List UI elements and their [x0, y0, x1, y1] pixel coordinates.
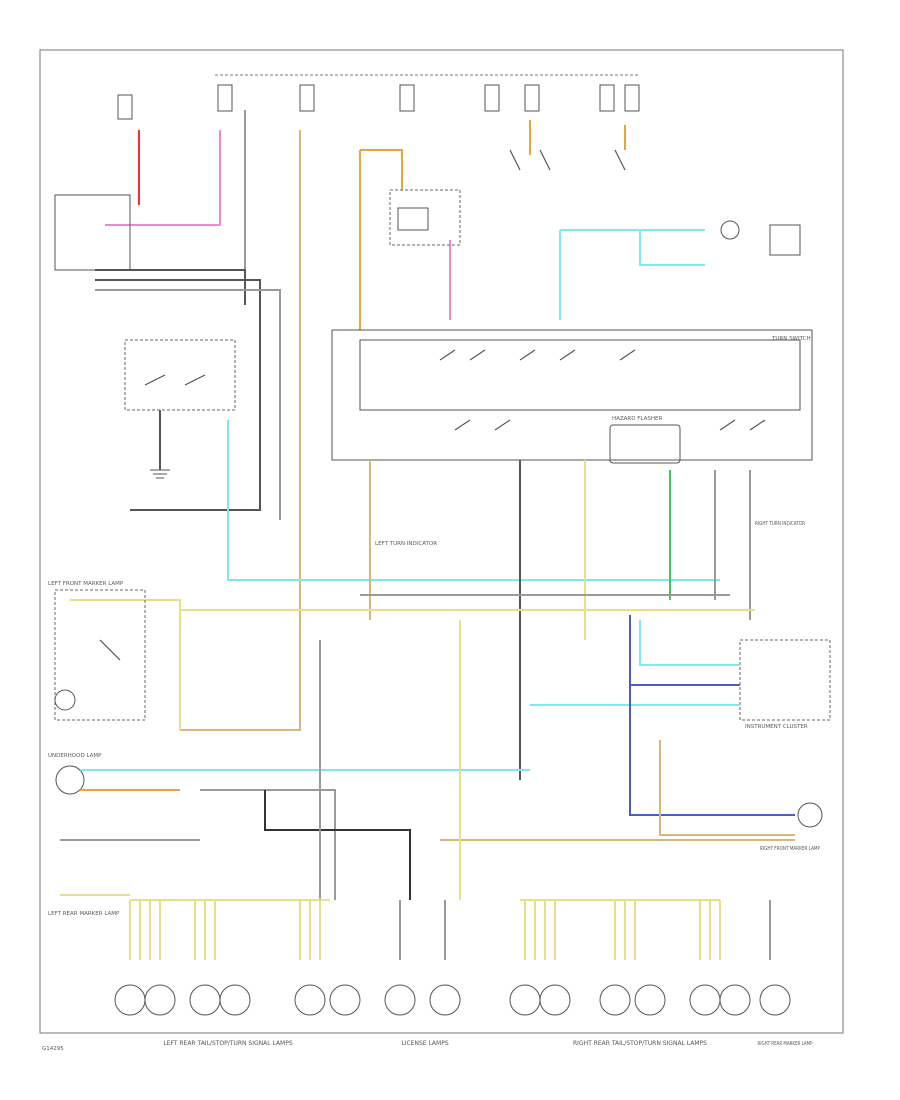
- right-rear-lamp-group: [509, 899, 751, 1016]
- diagram-frame: [39, 49, 844, 1034]
- headlamp-switch-box: [54, 194, 131, 271]
- right-front-marker-icon: [797, 802, 823, 828]
- wire-cyan-long: [227, 420, 720, 581]
- underhood-lamp-icon: [55, 765, 85, 795]
- label-right-turn-indicator: RIGHT TURN INDICATOR: [755, 521, 805, 527]
- wire-gray-h2: [95, 279, 261, 511]
- wire-gray-h3: [95, 289, 281, 520]
- wire-gray-bottom: [200, 789, 336, 900]
- label-left-rear-lamps: LEFT REAR TAIL/STOP/TURN SIGNAL LAMPS: [163, 1040, 293, 1047]
- footer-code: G14295: [42, 1046, 64, 1052]
- label-left-turn-indicator: LEFT TURN INDICATOR: [375, 541, 437, 547]
- wire-cyan-h2: [639, 230, 705, 266]
- left-front-marker-box: [54, 589, 146, 721]
- wire-blue-cluster: [629, 615, 740, 686]
- label-right-rear-marker: RIGHT REAR MARKER LAMP: [758, 1041, 813, 1047]
- label-instrument-cluster: INSTRUMENT CLUSTER: [745, 724, 808, 730]
- label-left-front-marker: LEFT FRONT MARKER LAMP: [48, 581, 124, 587]
- relay-box: [389, 189, 461, 246]
- wire-tan-feed: [180, 130, 301, 731]
- wire-gray-h1: [95, 269, 246, 305]
- left-rear-lamp-group: [114, 899, 361, 1016]
- label-hazard-flasher: HAZARD FLASHER: [612, 416, 662, 422]
- wire-black-bottom: [264, 790, 411, 900]
- label-turn-switch: TURN SWITCH: [771, 336, 811, 342]
- wire-pink-feed: [105, 130, 221, 226]
- label-left-rear-marker: LEFT REAR MARKER LAMP: [48, 911, 120, 917]
- fuse-block-top: [117, 74, 640, 120]
- wire-tan-rf: [659, 740, 795, 836]
- label-license-lamps: LICENSE LAMPS: [401, 1040, 448, 1047]
- turn-switch-inner: [359, 339, 801, 411]
- label-underhood-lamp: UNDERHOOD LAMP: [48, 753, 102, 759]
- wire-cyan-cluster: [639, 620, 740, 666]
- dimmer-switch-box: [124, 339, 236, 411]
- wire-yellow-lf: [70, 599, 181, 730]
- label-right-rear-lamps: RIGHT REAR TAIL/STOP/TURN SIGNAL LAMPS: [573, 1040, 707, 1047]
- right-rear-marker-group: [759, 900, 791, 1016]
- wire-orange-feed: [360, 149, 403, 190]
- turn-switch-box: [331, 329, 813, 461]
- label-right-front-marker: RIGHT FRONT MARKER LAMP: [760, 846, 821, 852]
- wire-blue-rf: [629, 685, 795, 816]
- instrument-cluster-box: [739, 639, 831, 721]
- lamp-symbol: [720, 220, 740, 240]
- license-lamp-group: [384, 900, 461, 1016]
